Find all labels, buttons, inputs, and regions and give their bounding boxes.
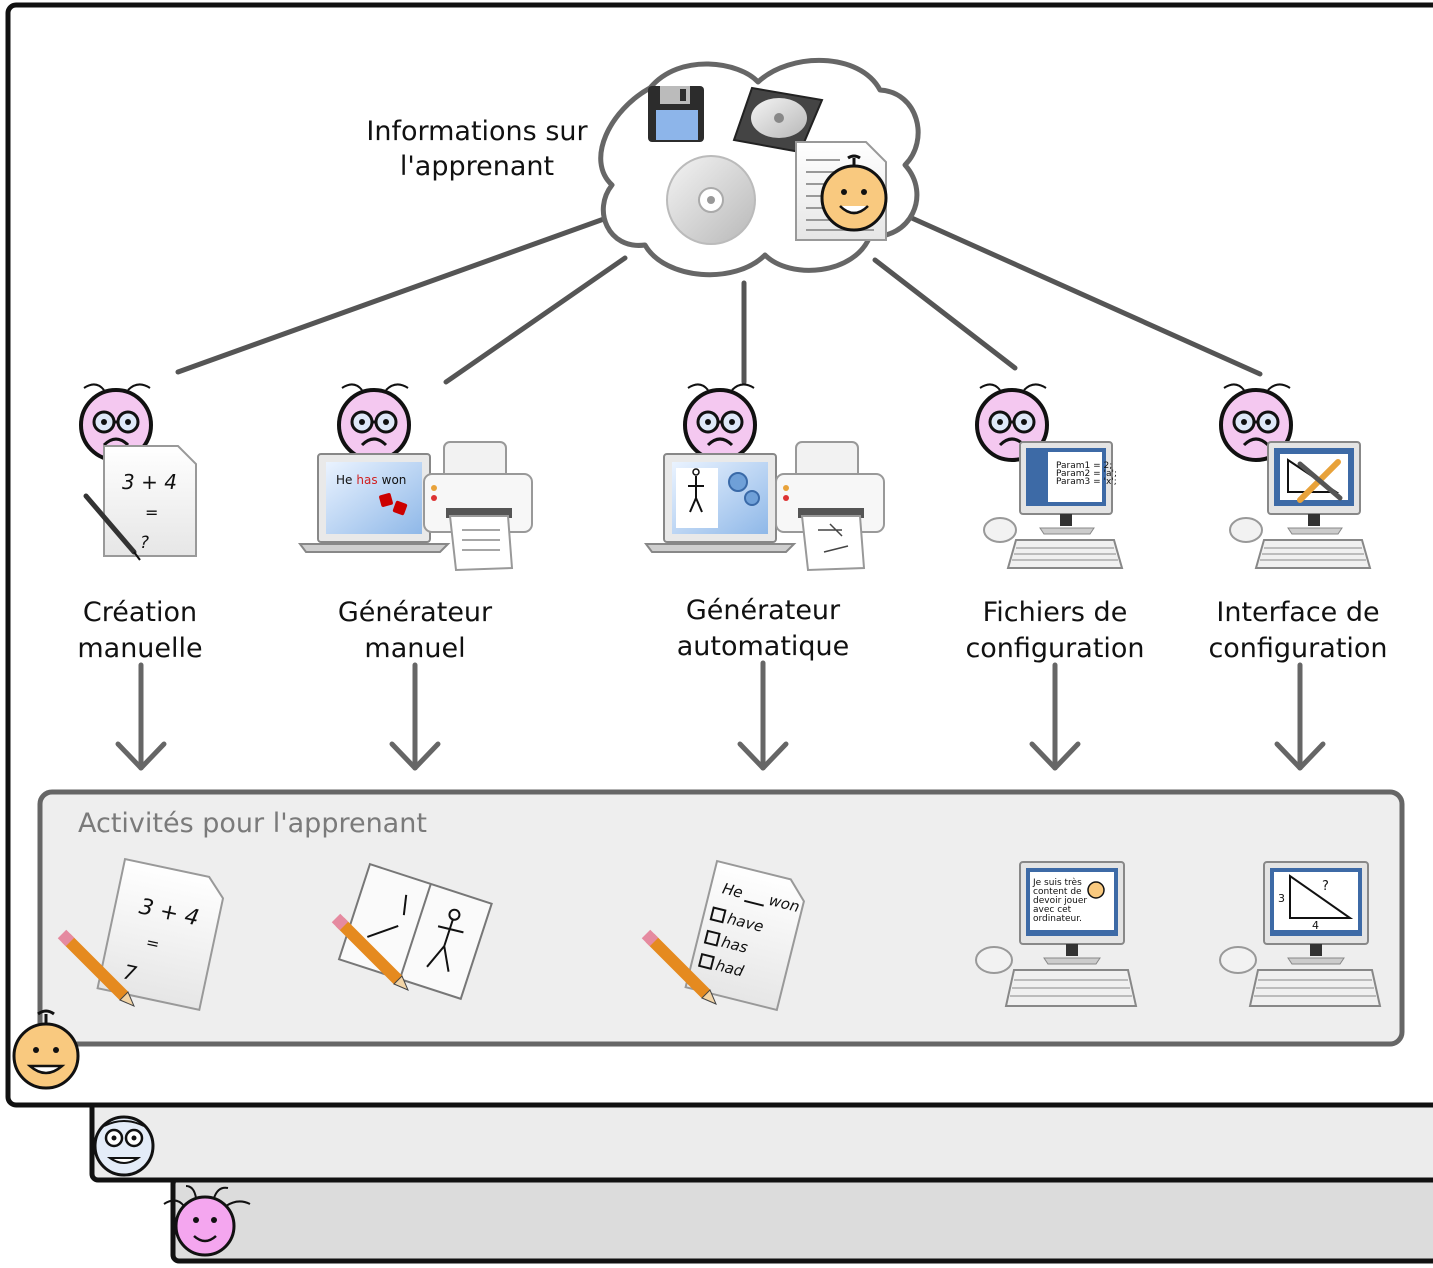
producer-label-4-line1: Fichiers de bbox=[983, 597, 1128, 628]
math-activity-icon: 3 + 4 = 7 bbox=[96, 857, 225, 1011]
sheet-expr: 3 + 4 bbox=[122, 470, 177, 494]
down-arrow-icon-4 bbox=[1029, 662, 1081, 771]
config-param-2: Param2 = 'a'; bbox=[1056, 469, 1117, 479]
activity-answer: 7 bbox=[121, 960, 139, 986]
producer-label-3-line2: automatique bbox=[677, 631, 850, 662]
message-line-3: devoir jouer bbox=[1033, 896, 1087, 906]
blank-option-has: has bbox=[720, 933, 750, 957]
teacher-blue-avatar bbox=[93, 1115, 155, 1177]
triangle-side-c: ? bbox=[1322, 879, 1329, 894]
info-label-line2: l'apprenant bbox=[400, 151, 554, 182]
producer-label-3-line1: Générateur bbox=[686, 595, 841, 626]
down-arrows bbox=[115, 660, 1326, 771]
producer-label-1-line2: manuelle bbox=[77, 633, 202, 664]
triangle-side-b: 4 bbox=[1312, 919, 1319, 932]
down-arrow-icon-3 bbox=[737, 660, 789, 771]
info-label-line1: Informations sur bbox=[366, 116, 588, 147]
message-line-4: avec cet bbox=[1033, 905, 1072, 915]
activities-title: Activités pour l'apprenant bbox=[78, 808, 427, 839]
computer-triangle-icon: 3 4 ? bbox=[1219, 861, 1382, 1007]
learner-avatar bbox=[12, 1009, 80, 1090]
producer-label-5-line1: Interface de bbox=[1216, 597, 1379, 628]
laptop-icon-2 bbox=[644, 453, 797, 553]
printer-icon-1 bbox=[423, 441, 533, 572]
cd-disc-icon bbox=[666, 155, 756, 245]
config-param-3: Param3 = 'x'; bbox=[1056, 477, 1117, 487]
math-worksheet-icon: 3 + 4 = ? bbox=[103, 445, 197, 557]
activity-eq: = bbox=[144, 933, 161, 954]
teacher-avatar-1 bbox=[79, 383, 153, 462]
floppy-disk-icon bbox=[648, 86, 704, 142]
desktop-computer-icon-2 bbox=[1229, 441, 1372, 569]
blank-word-he: He bbox=[720, 879, 744, 901]
hard-drive-icon bbox=[732, 86, 824, 154]
pencil-icon-3 bbox=[641, 929, 717, 1005]
producer-label-4-line2: configuration bbox=[965, 633, 1144, 664]
down-arrow-icon-1 bbox=[115, 662, 167, 771]
triangle-side-a: 3 bbox=[1278, 892, 1285, 905]
message-line-2: content de bbox=[1033, 887, 1082, 897]
computer-message-icon: Je suis très content de devoir jouer ave… bbox=[975, 861, 1138, 1007]
desktop-computer-icon-1: Param1 = 2; Param2 = 'a'; Param3 = 'x'; bbox=[983, 441, 1124, 569]
config-param-1: Param1 = 2; bbox=[1056, 461, 1112, 471]
connector-lines bbox=[175, 212, 1263, 385]
sheet-eq: = bbox=[145, 503, 158, 522]
pencil-icon-2 bbox=[331, 913, 409, 991]
laptop-word-he: He bbox=[336, 473, 352, 487]
laptop-word-won: won bbox=[382, 473, 407, 487]
pencil-icon-1 bbox=[57, 929, 135, 1007]
laptop-word-has: has bbox=[356, 473, 377, 487]
learner-document-icon bbox=[795, 141, 888, 241]
producer-label-5-line2: configuration bbox=[1208, 633, 1387, 664]
message-line-5: ordinateur. bbox=[1033, 914, 1082, 924]
printer-icon-2 bbox=[775, 441, 885, 572]
down-arrow-icon-5 bbox=[1274, 662, 1326, 771]
message-line-1: Je suis très bbox=[1032, 877, 1082, 888]
fill-blank-activity-icon: He won have has had bbox=[684, 859, 805, 1012]
producer-label-2-line2: manuel bbox=[364, 633, 465, 664]
stacked-page-back-3 bbox=[170, 1175, 1433, 1264]
pink-avatar bbox=[163, 1185, 251, 1257]
stacked-page-back-2 bbox=[89, 1097, 1433, 1183]
producer-label-2-line1: Générateur bbox=[338, 597, 493, 628]
sheet-question: ? bbox=[140, 533, 149, 553]
producer-label-1-line1: Création bbox=[83, 597, 197, 628]
down-arrow-icon-2 bbox=[389, 662, 441, 771]
pen-icon bbox=[83, 493, 141, 561]
